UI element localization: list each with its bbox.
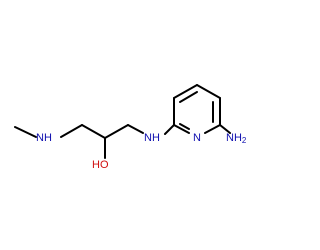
bond-ring-c3-c4 (173, 84, 198, 99)
bond-choh-ch2-b (104, 124, 129, 139)
bond-ring-inner-c3-c4 (179, 91, 198, 103)
structure-canvas: NH HO NH N NH2 (14, 84, 247, 171)
bond-nh-ring (164, 124, 175, 135)
ring-nitrogen-label: N (193, 132, 201, 144)
linker-nh-label: NH (144, 132, 160, 144)
bond-ch2-nh (127, 124, 144, 134)
bond-n-ch2-a (60, 124, 83, 138)
bond-ring-c6-n (204, 124, 221, 134)
amino-nh-text: NH (226, 132, 242, 144)
hydroxyl-label: HO (92, 159, 109, 171)
label-layer: NH HO NH N NH2 (36, 132, 247, 171)
bond-methyl-n (14, 126, 37, 138)
bond-ring-n-c2 (173, 124, 190, 134)
amino-subscript: 2 (242, 136, 247, 145)
methylamine-nh-label: NH (36, 132, 52, 144)
bond-ring-inner-n-c2 (179, 123, 190, 130)
bond-c6-amino (219, 124, 231, 134)
bond-ch2-choh (81, 124, 106, 139)
bond-layer (14, 84, 231, 159)
bond-ring-c4-c5 (196, 84, 221, 99)
amino-label: NH2 (226, 132, 247, 145)
